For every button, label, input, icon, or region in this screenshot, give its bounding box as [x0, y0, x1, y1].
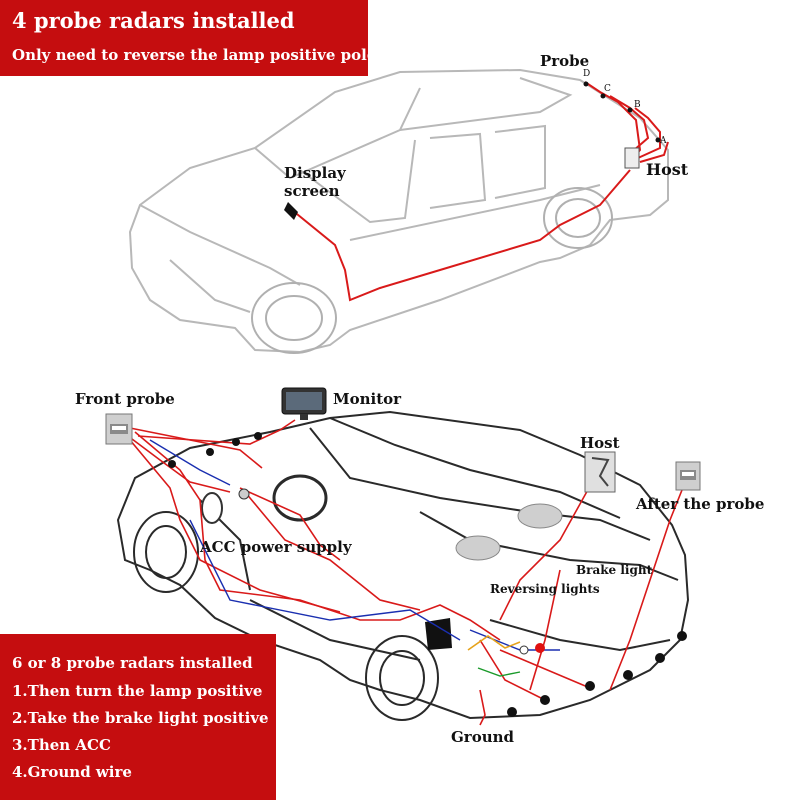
rear-seats: [455, 503, 563, 561]
bottom-car-outline: [116, 410, 690, 720]
display-screen-device: [284, 202, 298, 220]
bottom-panel-title: 6 or 8 probe radars installed: [12, 654, 253, 672]
yellow-wiring: [467, 635, 521, 651]
monitor-device: [281, 387, 327, 420]
reversing-light-bulb: [519, 645, 529, 655]
after-probe-sensor: [675, 461, 701, 491]
probe-label: Probe: [540, 52, 590, 70]
front-probe-label: Front probe: [75, 390, 175, 408]
step-1: 1.Then turn the lamp positive: [12, 682, 263, 700]
side-panel: [425, 618, 452, 650]
brake-light-bulb: [535, 643, 545, 653]
monitor-label: Monitor: [333, 390, 402, 408]
bottom-wiring: [119, 419, 691, 726]
step-4: 4.Ground wire: [12, 763, 132, 781]
panel-title: 4 probe radars installed: [12, 8, 295, 33]
top-probe-dots: [583, 81, 661, 143]
top-car-wheels: [251, 187, 613, 354]
host-label-bottom: Host: [580, 434, 620, 452]
panel-subtitle: Only need to reverse the lamp positive p…: [12, 46, 377, 64]
acc-label: ACC power supply: [200, 538, 352, 556]
screen-label: screen: [284, 182, 340, 200]
reversing-lights-label: Reversing lights: [490, 582, 600, 596]
probe-letter-b: B: [634, 100, 641, 110]
bottom-info-panel: 6 or 8 probe radars installed 1.Then tur…: [0, 634, 276, 800]
top-info-panel: 4 probe radars installed Only need to re…: [0, 0, 376, 76]
side-mirror: [201, 492, 223, 524]
host-label-top: Host: [646, 160, 689, 179]
probe-letter-d: D: [583, 69, 591, 79]
rear-bumper-probes: [507, 631, 687, 717]
brake-light-label: Brake light: [576, 563, 653, 577]
bottom-car-wheels: [133, 511, 439, 721]
probe-letter-a: A: [660, 136, 667, 146]
top-wiring: [291, 81, 669, 302]
step-3: 3.Then ACC: [12, 736, 111, 754]
front-probe-sensor: [105, 413, 133, 445]
front-bumper-probes: [168, 432, 262, 468]
step-2: 2.Take the brake light positive: [12, 709, 269, 727]
top-host-box: [624, 147, 640, 169]
host-unit: [584, 451, 616, 493]
probe-letter-c: C: [604, 84, 611, 94]
acc-device: [238, 488, 250, 500]
green-wiring: [477, 667, 521, 677]
display-label: Display: [284, 164, 346, 182]
top-car-outline: [128, 68, 669, 354]
steering-wheel: [272, 474, 328, 522]
ground-label: Ground: [451, 728, 515, 746]
after-probe-label: After the probe: [636, 495, 765, 513]
